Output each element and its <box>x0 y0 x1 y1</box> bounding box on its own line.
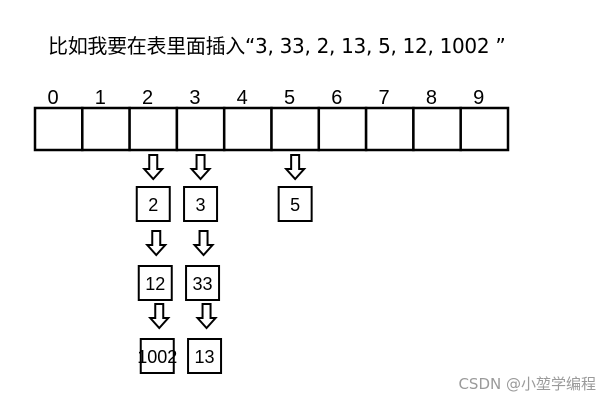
chain-node-box <box>187 338 223 374</box>
chain-node-value: 12 <box>145 274 165 294</box>
bucket-cell <box>364 106 415 152</box>
index-label: 3 <box>189 87 200 109</box>
index-label: 1 <box>95 87 106 109</box>
watermark: CSDN @小堃学编程 <box>458 375 596 393</box>
index-label: 7 <box>379 87 390 109</box>
index-label: 9 <box>473 87 484 109</box>
bucket-cell <box>222 106 273 152</box>
down-arrow <box>283 154 307 181</box>
bucket-cell <box>33 106 84 152</box>
bucket-cell <box>128 106 179 152</box>
bucket-cell <box>317 106 368 152</box>
chain-node-box <box>277 186 313 222</box>
chain-node-value: 33 <box>193 274 213 294</box>
bucket-cell <box>459 106 510 152</box>
down-arrow <box>195 303 218 330</box>
index-label: 8 <box>426 87 437 109</box>
chain-node-box <box>135 186 171 222</box>
index-label: 2 <box>142 87 153 109</box>
index-label: 6 <box>331 87 342 109</box>
down-arrow <box>192 230 215 257</box>
down-arrow <box>148 303 171 330</box>
index-label: 5 <box>284 87 295 109</box>
chain-node-box <box>137 265 173 301</box>
down-arrow <box>189 154 212 181</box>
chain-node-box <box>185 265 221 301</box>
chain-node-box <box>183 186 219 222</box>
index-label: 4 <box>237 87 248 109</box>
index-label: 0 <box>47 87 58 109</box>
chain-node-value: 5 <box>290 195 300 215</box>
chain-node-value: 1002 <box>137 347 177 367</box>
down-arrow <box>142 154 165 181</box>
bucket-cell <box>270 106 321 152</box>
chain-node-box <box>139 338 175 374</box>
bucket-cell <box>412 106 462 152</box>
caption: 比如我要在表里面插入“3, 33, 2, 13, 5, 12, 1002 ” <box>48 34 506 58</box>
down-arrow <box>145 230 168 257</box>
bucket-cell <box>81 106 131 152</box>
chain-node-value: 2 <box>148 195 158 215</box>
chain-node-value: 3 <box>196 195 206 215</box>
bucket-cell <box>175 106 226 152</box>
chain-node-value: 13 <box>195 347 215 367</box>
